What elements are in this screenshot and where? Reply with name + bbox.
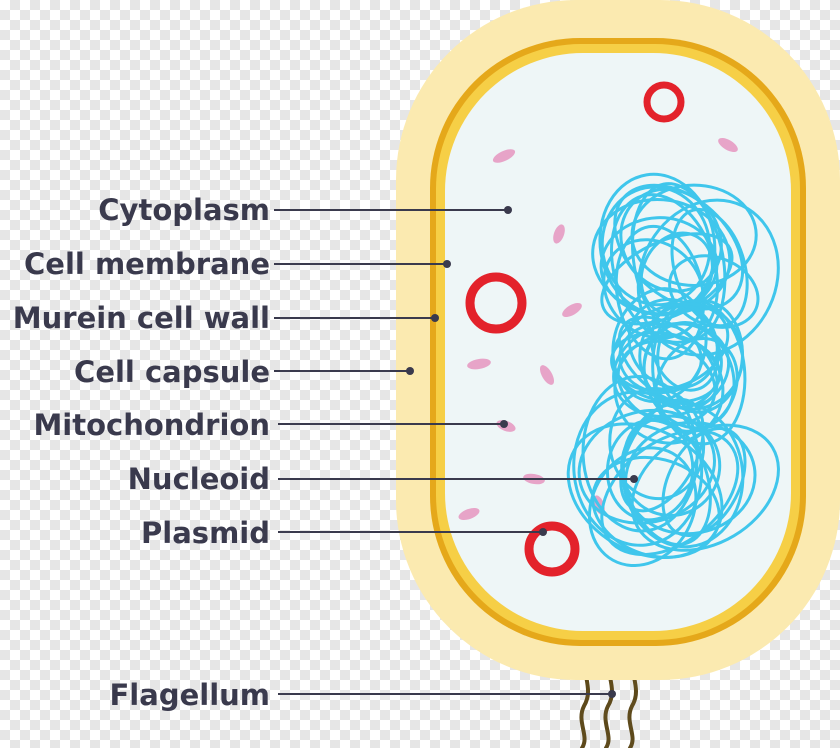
mitochondrion: [718, 138, 738, 152]
pointer-dot-plasmid: [539, 528, 547, 536]
mitochondrion: [458, 507, 480, 521]
label-mitochondrion: Mitochondrion: [33, 408, 270, 442]
plasmid: [643, 81, 685, 123]
pointer-dot-cytoplasm: [504, 206, 512, 214]
plasmids: [465, 81, 685, 577]
label-plasmid: Plasmid: [141, 516, 270, 550]
mitochondrion: [467, 358, 491, 370]
nucleoid-loop: [587, 446, 698, 568]
nucleoid-loop: [612, 321, 731, 419]
leader-lines: [274, 206, 638, 698]
nucleoid-loop: [605, 418, 695, 522]
nucleoid-loop: [600, 232, 734, 326]
label-cytoplasm: Cytoplasm: [98, 193, 270, 227]
mitochondrion: [540, 365, 554, 385]
nucleoid-loop: [577, 408, 717, 525]
nucleoid-loop: [613, 183, 745, 311]
mitochondrion: [492, 149, 516, 163]
nucleoid-loop: [639, 231, 714, 316]
label-cell-membrane: Cell membrane: [24, 247, 270, 281]
label-flagellum: Flagellum: [110, 678, 271, 712]
nucleoid-loop: [627, 297, 719, 390]
nucleoid-loop: [611, 287, 708, 404]
pointer-dot-murein-cell-wall: [431, 314, 439, 322]
nucleoid: [566, 172, 780, 568]
pointer-dot-flagellum: [608, 690, 616, 698]
pointer-dot-cell-membrane: [443, 260, 451, 268]
plasmid: [465, 272, 527, 334]
mitochondrion: [553, 224, 565, 244]
label-murein-cell-wall: Murein cell wall: [13, 301, 270, 335]
pointer-dot-mitochondrion: [500, 420, 508, 428]
nucleoid-loop: [591, 455, 721, 559]
pointer-dot-nucleoid: [630, 475, 638, 483]
plasmid: [524, 521, 580, 577]
label-cell-capsule: Cell capsule: [74, 355, 270, 389]
labels: Cytoplasm Cell membrane Murein cell wall…: [13, 193, 270, 712]
label-nucleoid: Nucleoid: [128, 462, 270, 496]
pointer-dot-cell-capsule: [406, 367, 414, 375]
mitochondrion: [562, 303, 582, 317]
